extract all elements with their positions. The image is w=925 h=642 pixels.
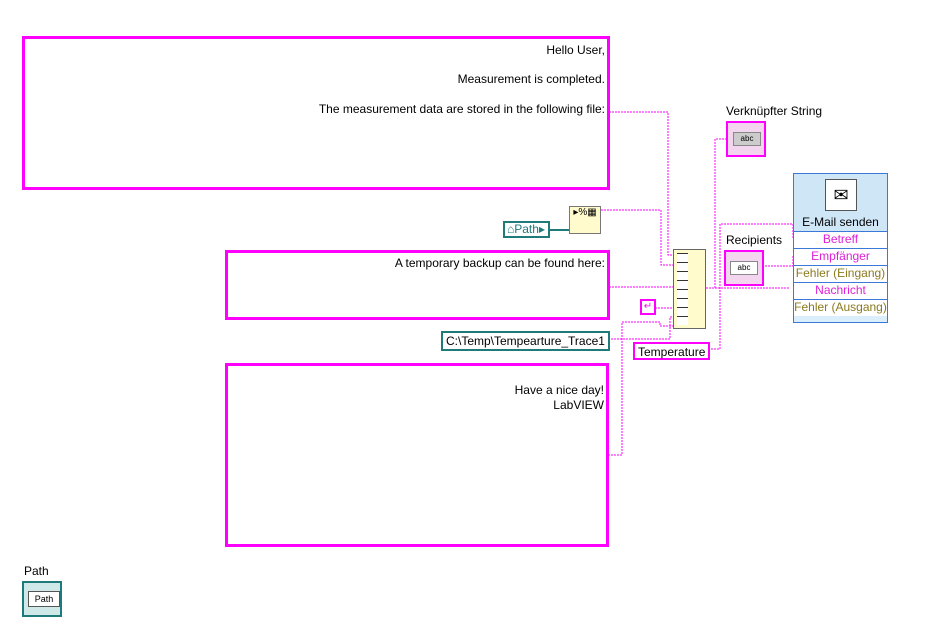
path-icon: Path (28, 591, 60, 607)
concat-inputs-icon (677, 253, 688, 325)
text-nice-day: Have a nice day! (514, 383, 604, 397)
text-backup: A temporary backup can be found here: (394, 256, 605, 270)
temperature-constant[interactable]: Temperature (633, 342, 711, 360)
text-stored: The measurement data are stored in the f… (318, 102, 605, 116)
wire-format (601, 209, 676, 266)
email-send-node[interactable]: ✉ E-Mail senden Betreff Empfänger Fehler… (793, 173, 888, 323)
temperature-text: Temperature (638, 345, 706, 359)
string-constant-header[interactable]: Hello User, Measurement is completed. Th… (22, 36, 610, 190)
recipients-control[interactable]: abc (724, 250, 764, 286)
terminal-fehler-ausgang[interactable]: Fehler (Ausgang) (794, 299, 887, 316)
text-hello: Hello User, (546, 43, 605, 57)
arrow-right-icon: ▸ (538, 222, 545, 236)
path-terminal[interactable]: ⌂Path▸ (503, 221, 550, 238)
path-constant[interactable]: C:\Temp\Tempearture_Trace1 (441, 331, 610, 351)
wire-verkn (706, 138, 730, 289)
recipients-label: Recipients (726, 233, 783, 247)
terminal-empfaenger[interactable]: Empfänger (794, 248, 887, 265)
verknuepfter-indicator[interactable]: abc (726, 121, 766, 157)
verknuepfter-label: Verknüpfter String (726, 104, 823, 118)
percent-icon: ▸%▦ (573, 207, 597, 218)
wire-recipients (762, 256, 794, 267)
terminal-betreff[interactable]: Betreff (794, 231, 887, 248)
linefeed-constant[interactable]: ↵ (640, 299, 656, 315)
text-signature: LabVIEW (553, 398, 604, 412)
string-constant-backup[interactable]: A temporary backup can be found here: (225, 250, 610, 320)
path-constant-text: C:\Temp\Tempearture_Trace1 (446, 334, 605, 348)
terminal-nachricht[interactable]: Nachricht (794, 282, 887, 299)
terminal-fehler-eingang[interactable]: Fehler (Eingang) (794, 265, 887, 282)
abc-icon: abc (733, 132, 761, 146)
email-node-title: E-Mail senden (802, 215, 879, 229)
path-control-label: Path (24, 564, 49, 578)
string-constant-footer[interactable]: Have a nice day! LabVIEW (225, 363, 609, 547)
enter-icon: ↵ (643, 301, 653, 312)
strip-path-function-icon[interactable]: ▸%▦ (569, 206, 601, 234)
path-control[interactable]: Path (22, 581, 62, 617)
text-completed: Measurement is completed. (457, 72, 605, 86)
wire-path-const (608, 316, 676, 340)
wire-niceday (608, 321, 676, 456)
email-node-header: ✉ (794, 174, 887, 232)
concatenate-strings-node[interactable] (673, 249, 706, 329)
path-terminal-label: Path (514, 222, 539, 236)
home-icon: ⌂ (507, 222, 515, 236)
abc-icon: abc (730, 261, 758, 275)
wire-hello (609, 111, 676, 256)
mail-icon: ✉ (825, 179, 857, 211)
